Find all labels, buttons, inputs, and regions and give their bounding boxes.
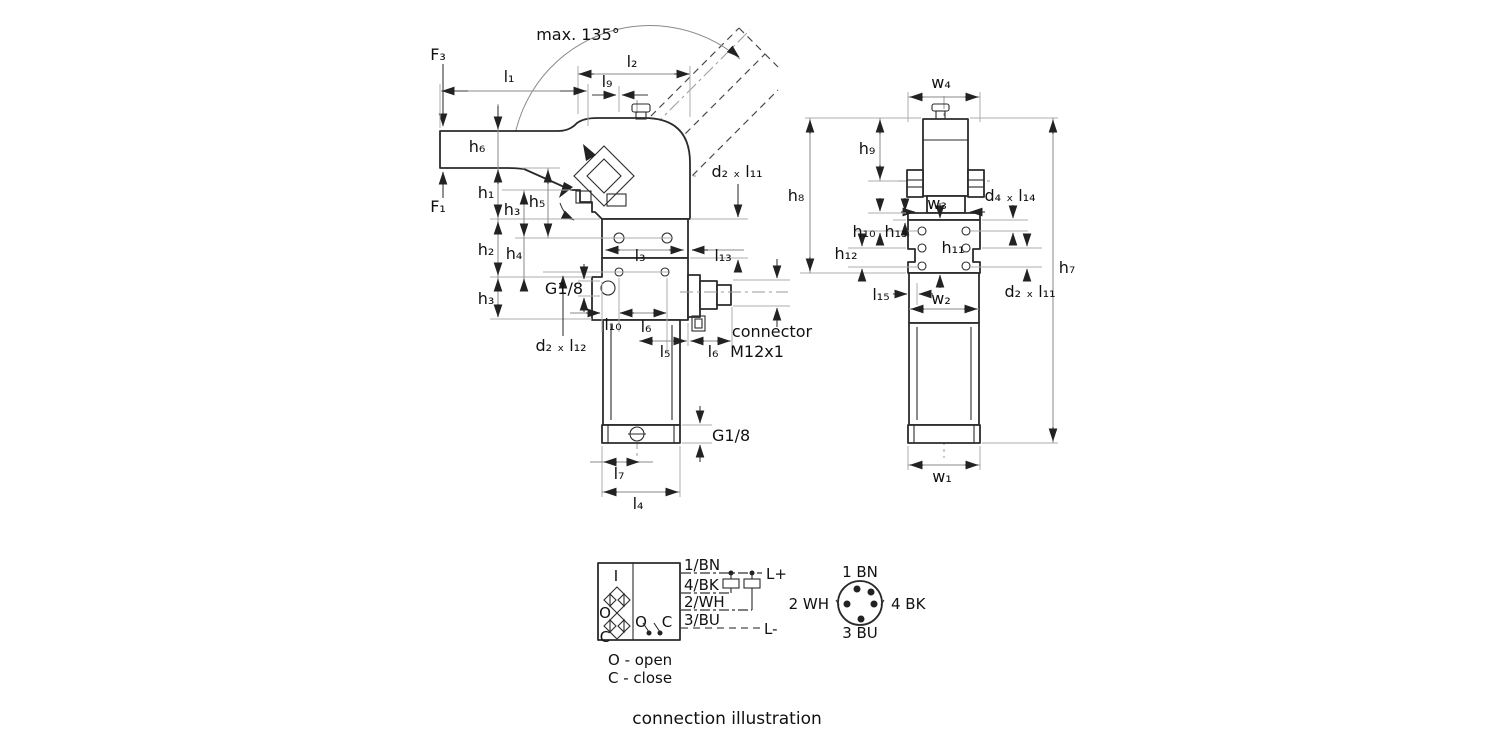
switch-symbol: O C (635, 613, 672, 636)
dim-label-h8: h₈ (788, 186, 805, 205)
side-knob (931, 103, 950, 120)
dim-label-w1: w₁ (932, 467, 952, 486)
dim-label-h2: h₂ (478, 240, 495, 259)
clamp-arm-and-head-outline (439, 117, 691, 220)
dim-label-max-angle: max. 135° (536, 25, 620, 44)
pin-3 (857, 615, 865, 623)
wire-label-4bk: 4/BK (684, 576, 720, 594)
g18-port-side (600, 280, 616, 296)
dim-label-h3-upper: h₃ (504, 200, 521, 219)
switch-open-label: O (635, 613, 647, 631)
label-connector: connector (732, 322, 813, 341)
dim-label-g18-bottom: G1/8 (712, 426, 750, 445)
caption: connection illustration (632, 709, 822, 729)
side-plate (907, 212, 981, 221)
valve-close-port-label: C (600, 628, 610, 646)
pin-4 (870, 600, 878, 608)
dim-label-l9: l₉ (602, 72, 613, 91)
centerline-diagonal (584, 29, 751, 196)
dim-label-f3: F₃ (430, 45, 446, 64)
side-head-block (922, 118, 969, 197)
side-mount-block (907, 219, 981, 274)
dim-label-h7: h₇ (1059, 258, 1076, 277)
side-dimensions (800, 92, 1058, 470)
dim-label-d2xl11-front: d₂ ₓ l₁₁ (711, 162, 762, 181)
mid-body-block (591, 257, 689, 321)
legend-close: C - close (608, 669, 672, 687)
front-view: max. 135° F₃ F₁ l₁ l₉ l₂ h₆ h₁ h₂ h₃ h₃ … (430, 25, 812, 513)
m12-connector-face: 1 BN 2 WH 4 BK 3 BU (789, 563, 927, 642)
dim-label-l2: l₂ (627, 52, 638, 71)
dim-label-h3-lower: h₃ (478, 289, 495, 308)
pin-1 (853, 585, 861, 593)
front-dimensions (438, 64, 790, 497)
dim-label-d2xl11-side: d₂ ₓ l₁₁ (1004, 282, 1055, 301)
pin-label-4bk: 4 BK (891, 595, 927, 613)
rotation-arrow (559, 202, 575, 221)
dim-label-f1: F₁ (430, 197, 446, 216)
pin-2 (843, 600, 851, 608)
dim-label-g18-side: G1/8 (545, 279, 583, 298)
m12-connector-side (680, 274, 788, 332)
dim-label-l10: l₁₀ (604, 315, 621, 334)
valve-input-label: I (614, 567, 618, 585)
dim-label-h13: h₁₃ (885, 222, 908, 241)
dim-label-l1: l₁ (504, 67, 515, 86)
legend-open: O - open (608, 651, 672, 669)
side-mount-holes (917, 226, 971, 271)
dim-label-h4: h₄ (506, 244, 523, 263)
dim-label-w3: w₃ (927, 194, 947, 213)
pin-5 (867, 588, 875, 596)
pin-label-2wh: 2 WH (789, 595, 829, 613)
dim-label-l6-upper: l₆ (641, 317, 652, 336)
clamp-direction-arrow-upper (583, 144, 596, 161)
wire-label-2wh: 2/WH (684, 593, 725, 611)
dim-label-l7: l₇ (614, 464, 625, 483)
dim-label-l15: l₁₅ (872, 285, 889, 304)
side-lugs (906, 169, 985, 198)
dim-label-l3: l₃ (635, 246, 646, 265)
dim-label-h11: h₁₁ (942, 238, 965, 257)
supply-plus-label: L+ (766, 565, 787, 583)
wiring-illustration: I O C O C 1/BN 4/BK 2/WH 3/BU L+ L- O - … (597, 556, 927, 729)
load-resistors (722, 573, 761, 610)
valve-open-port-label: O (599, 604, 611, 622)
dim-label-l13: l₁₃ (714, 246, 731, 265)
dim-label-l4: l₄ (633, 494, 644, 513)
dim-label-h12: h₁₂ (835, 244, 858, 263)
pin-label-3bu: 3 BU (842, 624, 878, 642)
dim-label-h6: h₆ (469, 137, 486, 156)
dim-label-d4xl14: d₄ ₓ l₁₄ (984, 186, 1035, 205)
side-view: w₄ h₉ h₈ h₇ w₃ h₁₀ h₁₃ h₁₂ h₁₁ d₄ ₓ l₁₄ … (788, 73, 1076, 486)
dim-label-w4: w₄ (931, 73, 951, 92)
pin-label-1bn: 1 BN (842, 563, 878, 581)
vent-knob (631, 103, 651, 120)
supply-minus-label: L- (764, 620, 778, 638)
side-bottom-cap (907, 424, 981, 444)
dim-label-h9: h₉ (859, 139, 876, 158)
side-tube (908, 322, 980, 426)
valve-box (597, 562, 681, 641)
dim-label-w2: w₂ (931, 289, 951, 308)
dim-label-d2xl12: d₂ ₓ l₁₂ (535, 336, 586, 355)
valve-symbol-lower (603, 612, 631, 640)
label-m12x1: M12x1 (730, 342, 784, 361)
dim-label-h10: h₁₀ (853, 222, 876, 241)
dim-label-l6-lower: l₆ (708, 342, 719, 361)
wire-label-3bu: 3/BU (684, 611, 720, 629)
switch-close-label: C (662, 613, 672, 631)
dim-label-h1: h₁ (478, 183, 495, 202)
dim-label-h5: h₅ (529, 192, 546, 211)
wire-label-1bn: 1/BN (684, 556, 720, 574)
dim-label-l5: l₅ (660, 342, 671, 361)
